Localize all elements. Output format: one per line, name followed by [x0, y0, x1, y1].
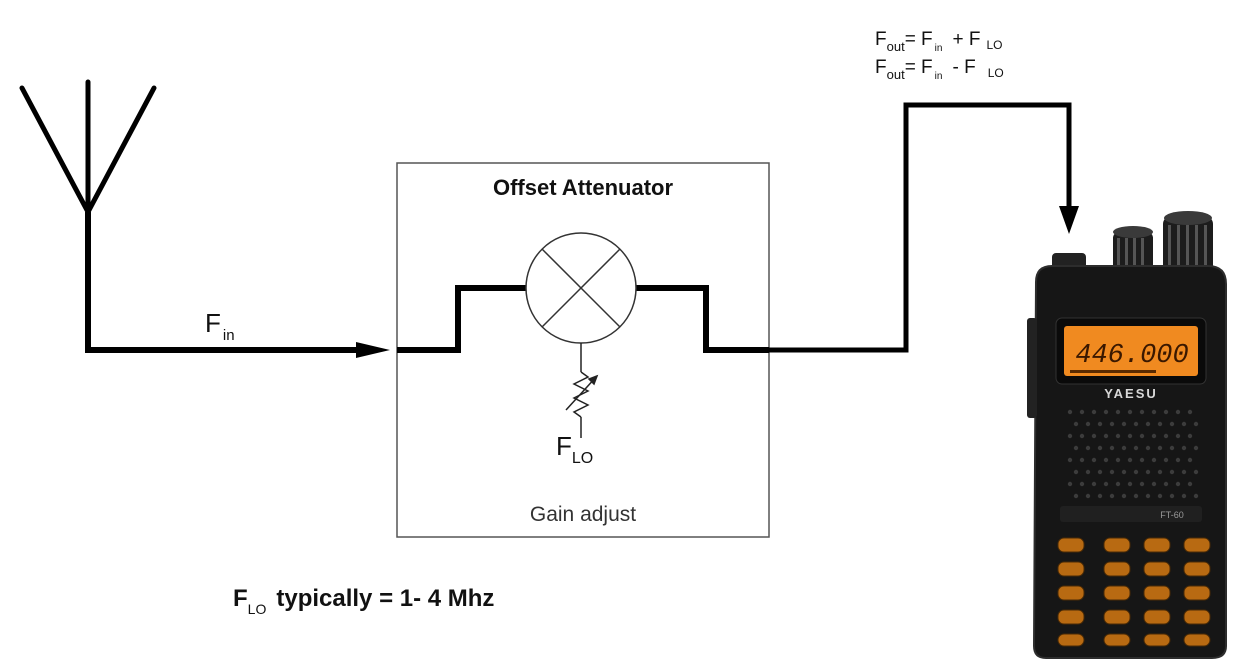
formula-diff-f: F	[875, 57, 887, 78]
formula-sum-op: + F	[952, 29, 980, 50]
radio-model-label: FT-60	[1160, 510, 1184, 520]
radio-brand-label: YAESU	[1104, 386, 1158, 401]
note-sub: LO	[248, 601, 267, 617]
formula-sum-sub-in: in	[935, 43, 943, 54]
attenuator-output-path	[636, 285, 769, 353]
offset-attenuator-box: Offset Attenuator FLO Gain adjust	[396, 162, 770, 538]
note-text: typically = 1- 4 Mhz	[276, 585, 494, 612]
formula-sum-eq: = F	[905, 29, 933, 50]
formula-diff-eq: = F	[905, 57, 933, 78]
radio-side-ptt	[1027, 318, 1037, 418]
gain-adjust-label: Gain adjust	[530, 503, 636, 526]
output-arrow-icon	[1059, 206, 1079, 234]
note-f: F	[233, 585, 248, 612]
lo-typical-note: FLO typically = 1- 4 Mhz	[233, 585, 494, 617]
formula-diff-sub-lo: LO	[988, 66, 1004, 80]
radio-lcd-frequency: 446.000	[1075, 341, 1188, 371]
formula-sum-sub-out: out	[887, 39, 905, 54]
input-label-f: F	[205, 308, 221, 338]
antenna-icon	[19, 79, 157, 218]
input-signal-path	[85, 212, 390, 358]
input-label-sub: in	[223, 327, 235, 344]
radio-speaker-grille	[1067, 409, 1199, 499]
formula-diff-sub-in: in	[935, 71, 943, 82]
formula-diff-op: - F	[952, 57, 975, 78]
lo-label-f: F	[556, 431, 572, 461]
lo-input-label: FLO	[556, 431, 593, 467]
attenuator-signal-path	[397, 285, 526, 353]
mixer-icon	[525, 232, 637, 344]
formula-sum-f: F	[875, 29, 887, 50]
radio-keypad	[1057, 537, 1211, 647]
variable-resistor-icon	[565, 343, 599, 438]
lo-label-sub: LO	[572, 450, 593, 467]
handheld-radio-icon: 446.000 YAESU FT-60	[1027, 211, 1227, 659]
radio-lcd	[1064, 326, 1198, 376]
output-signal-path	[769, 102, 1079, 353]
input-arrow-icon	[356, 342, 390, 358]
formula-sum-sub-lo: LO	[986, 38, 1002, 52]
formula-diff-sub-out: out	[887, 67, 905, 82]
attenuator-title: Offset Attenuator	[493, 175, 674, 200]
